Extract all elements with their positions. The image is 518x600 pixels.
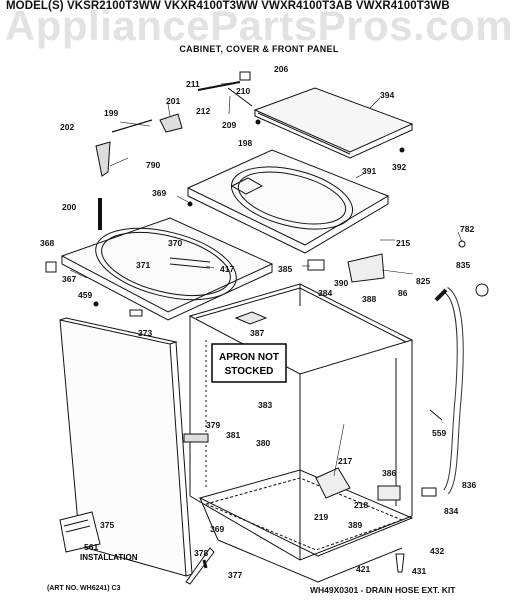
- part-label[interactable]: 380: [256, 438, 270, 448]
- tube-200-shape[interactable]: [95, 141, 111, 230]
- part-label[interactable]: 782: [460, 224, 474, 234]
- part-label[interactable]: 200: [62, 202, 76, 212]
- part-label[interactable]: 209: [222, 120, 236, 130]
- apron-note-box: [211, 343, 287, 383]
- part-label[interactable]: 369: [152, 188, 166, 198]
- part-label[interactable]: 421: [356, 564, 370, 574]
- part-label[interactable]: 559: [432, 428, 446, 438]
- part-label[interactable]: 217: [338, 456, 352, 466]
- lid-shape[interactable]: [253, 87, 414, 159]
- model-list: MODEL(S) VKSR2100T3WW VKXR4100T3WW VWXR4…: [6, 0, 450, 12]
- part-label[interactable]: 215: [396, 238, 410, 248]
- apron-note-line1: APRON NOT: [219, 352, 279, 363]
- part-label[interactable]: 381: [226, 430, 240, 440]
- part-label[interactable]: 459: [78, 290, 92, 300]
- part-label[interactable]: 371: [136, 260, 150, 270]
- part-label[interactable]: 199: [104, 108, 118, 118]
- part-label[interactable]: 369: [210, 524, 224, 534]
- part-label[interactable]: 825: [416, 276, 430, 286]
- part-label[interactable]: 385: [278, 264, 292, 274]
- part-label[interactable]: 387: [250, 328, 264, 338]
- part-label[interactable]: 389: [348, 520, 362, 530]
- part-label[interactable]: 417: [220, 264, 234, 274]
- part-label[interactable]: 834: [444, 506, 458, 516]
- part-label[interactable]: 375: [100, 520, 114, 530]
- part-label[interactable]: 561: [84, 542, 98, 552]
- part-label[interactable]: 370: [168, 238, 182, 248]
- part-label[interactable]: 368: [40, 238, 54, 248]
- diagram-subtitle: CABINET, COVER & FRONT PANEL: [179, 44, 339, 54]
- part-label[interactable]: 86: [398, 288, 408, 298]
- part-label[interactable]: 373: [138, 328, 152, 338]
- apron-note-line2: STOCKED: [225, 366, 274, 377]
- part-label[interactable]: 367: [62, 274, 76, 284]
- part-label[interactable]: 379: [206, 420, 220, 430]
- part-label[interactable]: 390: [334, 278, 348, 288]
- top-cover-shape[interactable]: [186, 149, 390, 254]
- part-368-shape[interactable]: [45, 261, 57, 273]
- part-label[interactable]: 201: [166, 96, 180, 106]
- part-label[interactable]: 206: [274, 64, 288, 74]
- part-label[interactable]: 391: [362, 166, 376, 176]
- installation-sheet-shape[interactable]: [59, 511, 101, 553]
- part-label[interactable]: 210: [236, 86, 250, 96]
- part-label[interactable]: 386: [382, 468, 396, 478]
- part-label[interactable]: 392: [392, 162, 406, 172]
- part-label[interactable]: 378: [194, 548, 208, 558]
- part-label[interactable]: 202: [60, 122, 74, 132]
- art-number: (ART NO. WH6241) C3: [47, 585, 121, 592]
- part-label[interactable]: 383: [258, 400, 272, 410]
- part-label[interactable]: 790: [146, 160, 160, 170]
- part-label[interactable]: 835: [456, 260, 470, 270]
- part-label[interactable]: 211: [186, 79, 200, 89]
- drain-hose-shape[interactable]: [434, 287, 464, 495]
- part-label[interactable]: 377: [228, 570, 242, 580]
- part-label[interactable]: 219: [314, 512, 328, 522]
- part-label[interactable]: 836: [462, 480, 476, 490]
- part-label[interactable]: 198: [238, 138, 252, 148]
- part-label[interactable]: 218: [354, 500, 368, 510]
- part-label[interactable]: 212: [196, 106, 210, 116]
- base-tray-shape[interactable]: [198, 469, 414, 583]
- part-label[interactable]: 431: [412, 566, 426, 576]
- part-label[interactable]: 388: [362, 294, 376, 304]
- cabinet-shape[interactable]: [188, 283, 414, 561]
- installation-label: INSTALLATION: [80, 553, 138, 562]
- part-label[interactable]: 432: [430, 546, 444, 556]
- part-label[interactable]: 394: [380, 90, 394, 100]
- drain-hose-kit-note: WH49X0301 - DRAIN HOSE EXT. KIT: [310, 585, 456, 595]
- base-frame-shape[interactable]: [60, 216, 274, 321]
- part-label[interactable]: 384: [318, 288, 332, 298]
